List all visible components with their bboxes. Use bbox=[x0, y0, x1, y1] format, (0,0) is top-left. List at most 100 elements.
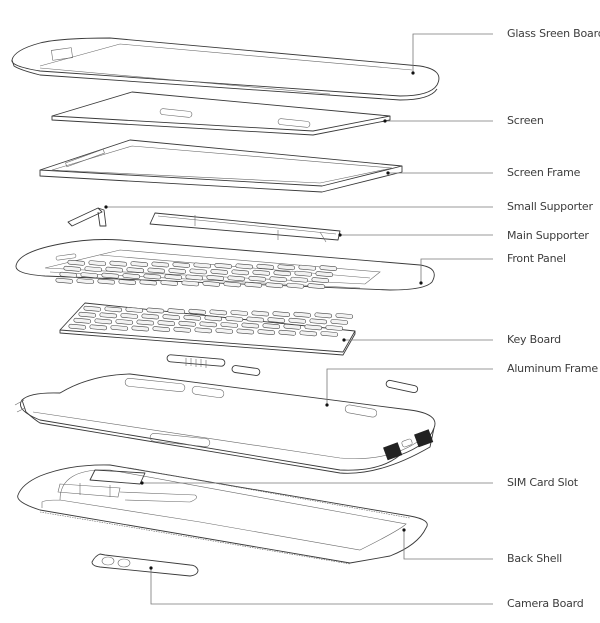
key-cap bbox=[160, 280, 179, 286]
key-cap bbox=[223, 281, 242, 288]
key-cap bbox=[152, 326, 171, 332]
key-cap bbox=[267, 317, 286, 323]
key-cap bbox=[89, 324, 108, 331]
key-cap bbox=[206, 275, 225, 281]
key-cap bbox=[178, 320, 197, 327]
key-cap bbox=[246, 316, 265, 323]
key-cap bbox=[168, 268, 187, 274]
key-cap bbox=[248, 275, 267, 282]
key-cap bbox=[269, 276, 288, 283]
key-cap bbox=[55, 277, 74, 284]
key-cap bbox=[120, 313, 139, 319]
key-cap bbox=[277, 264, 296, 271]
key-cap bbox=[298, 264, 317, 271]
key-cap bbox=[157, 320, 176, 326]
key-cap bbox=[299, 330, 318, 337]
key-cap bbox=[173, 326, 192, 333]
key-cap bbox=[304, 324, 323, 331]
key-cap bbox=[325, 325, 344, 331]
key-cap bbox=[94, 318, 113, 325]
key-cap bbox=[202, 281, 221, 287]
leader-glass-screen-board bbox=[412, 33, 493, 73]
key-cap bbox=[73, 317, 92, 324]
key-cap bbox=[78, 311, 97, 318]
key-cap bbox=[257, 329, 276, 335]
key-cap bbox=[204, 315, 223, 322]
key-cap bbox=[244, 281, 263, 288]
key-cap bbox=[309, 318, 328, 325]
key-cap bbox=[236, 328, 255, 335]
key-cap bbox=[125, 307, 144, 313]
key-cap bbox=[59, 271, 78, 278]
key-board-part bbox=[59, 302, 356, 356]
back-shell-part bbox=[17, 464, 428, 565]
key-cap bbox=[143, 273, 162, 280]
key-cap bbox=[146, 307, 165, 314]
key-cap bbox=[181, 280, 200, 287]
camera-board-part bbox=[91, 553, 199, 577]
key-cap bbox=[99, 312, 118, 319]
key-cap bbox=[136, 319, 155, 326]
leader-lines bbox=[104, 33, 493, 605]
label-main-supporter: Main Supporter bbox=[507, 229, 589, 242]
aluminum-frame-part bbox=[14, 373, 436, 474]
key-cap bbox=[118, 279, 137, 285]
key-cap bbox=[320, 331, 339, 337]
key-cap bbox=[252, 269, 271, 276]
key-cap bbox=[194, 327, 213, 334]
key-cap bbox=[109, 260, 128, 267]
key-cap bbox=[105, 266, 124, 273]
screen-part bbox=[51, 91, 391, 136]
key-cap bbox=[88, 260, 107, 267]
key-cap bbox=[76, 278, 95, 285]
key-cap bbox=[290, 276, 309, 283]
key-cap bbox=[314, 312, 333, 319]
key-cap bbox=[199, 321, 218, 328]
key-cap bbox=[188, 308, 207, 315]
label-sim-card-slot: SIM Card Slot bbox=[507, 476, 578, 489]
key-cap bbox=[101, 272, 120, 279]
key-cap bbox=[189, 268, 208, 275]
key-cap bbox=[273, 270, 292, 277]
label-camera-board: Camera Board bbox=[507, 597, 584, 610]
key-cap bbox=[215, 328, 234, 334]
key-cap bbox=[319, 265, 338, 271]
key-cap bbox=[139, 279, 158, 286]
key-cap bbox=[311, 277, 330, 283]
key-cap bbox=[209, 309, 228, 316]
key-cap bbox=[210, 269, 229, 275]
small-supporter-part bbox=[67, 207, 107, 227]
label-key-board: Key Board bbox=[507, 333, 561, 346]
key-cap bbox=[162, 314, 181, 320]
key-cap bbox=[288, 317, 307, 324]
key-cap bbox=[315, 271, 334, 277]
leader-aluminum-frame bbox=[326, 368, 493, 405]
key-cap bbox=[241, 322, 260, 329]
label-screen-frame: Screen Frame bbox=[507, 166, 581, 179]
label-back-shell: Back Shell bbox=[507, 552, 563, 565]
key-cap bbox=[286, 282, 305, 289]
label-aluminum-frame: Aluminum Frame bbox=[507, 362, 598, 375]
key-cap bbox=[147, 267, 166, 274]
key-cap bbox=[330, 319, 349, 325]
key-cap bbox=[307, 283, 326, 289]
key-cap bbox=[151, 261, 170, 268]
label-front-panel: Front Panel bbox=[507, 252, 566, 265]
key-cap bbox=[293, 311, 312, 318]
key-cap bbox=[251, 310, 270, 317]
key-cap bbox=[130, 261, 149, 267]
key-cap bbox=[262, 323, 281, 329]
label-small-supporter: Small Supporter bbox=[507, 200, 593, 213]
key-cap bbox=[84, 266, 103, 273]
key-cap bbox=[225, 316, 244, 322]
leader-camera-board bbox=[150, 568, 493, 605]
key-cap bbox=[141, 313, 160, 320]
key-cap bbox=[68, 323, 87, 330]
key-cap bbox=[164, 274, 183, 280]
leader-back-shell bbox=[403, 530, 493, 560]
key-cap bbox=[227, 275, 246, 282]
key-cap bbox=[193, 262, 212, 269]
key-cap bbox=[80, 272, 99, 279]
side-buttons-part bbox=[166, 354, 419, 394]
